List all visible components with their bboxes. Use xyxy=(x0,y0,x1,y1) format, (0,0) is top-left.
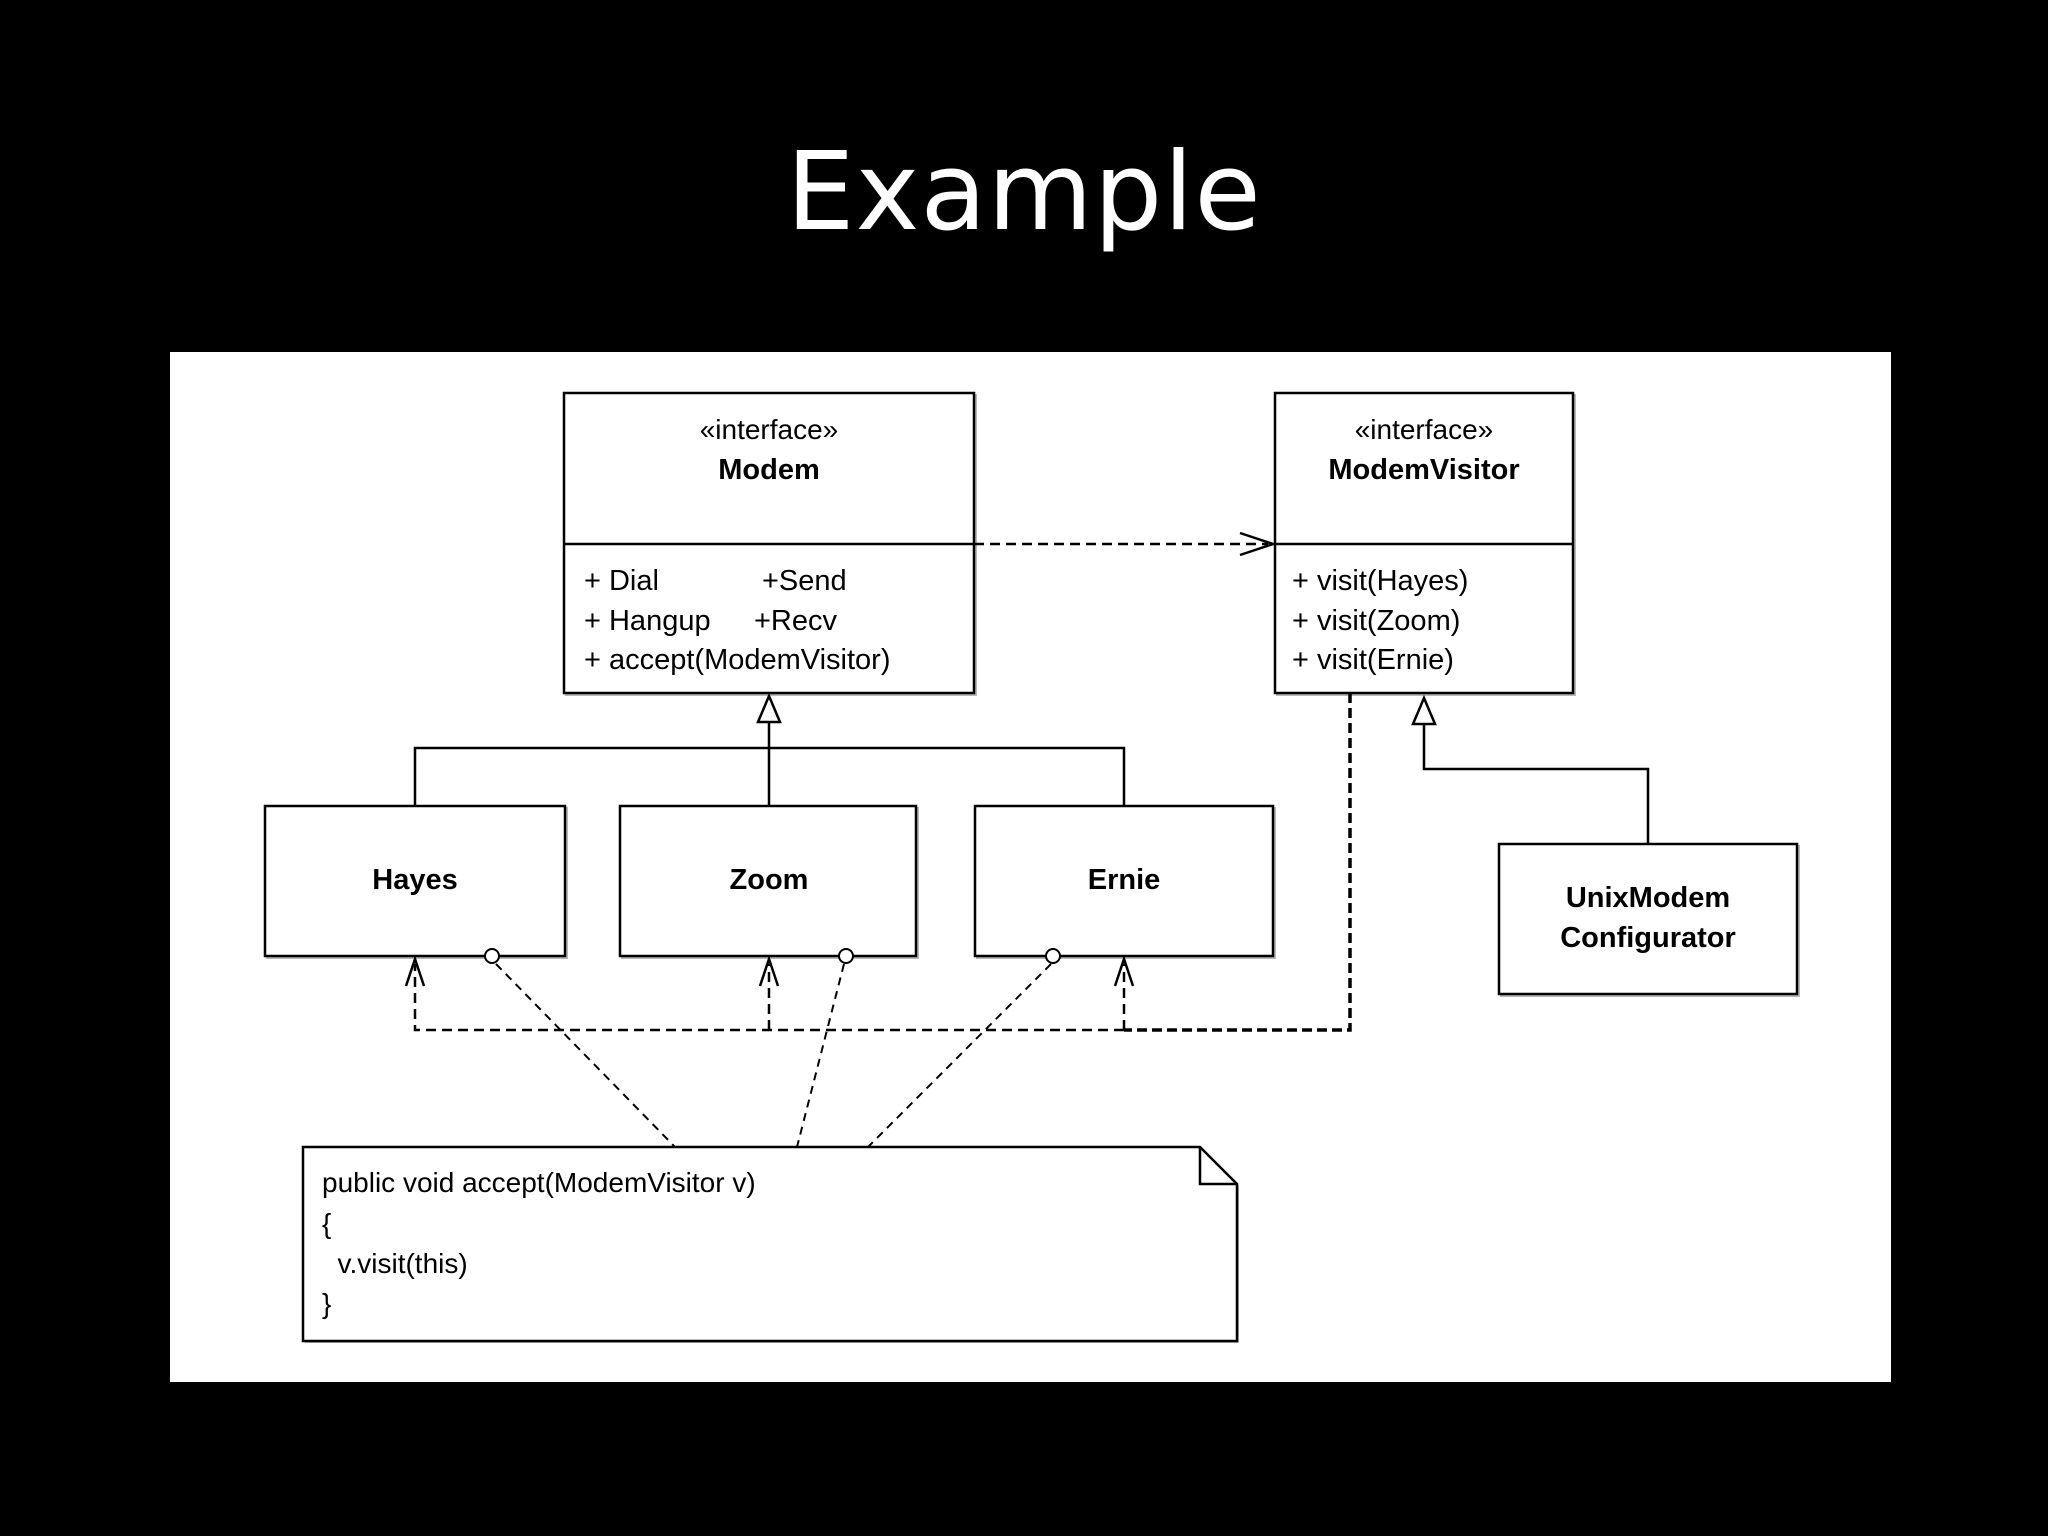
configurator-name-line-2: Configurator xyxy=(1560,922,1736,954)
hayes-class-name: Hayes xyxy=(372,864,457,896)
modem-visitor-dependency xyxy=(974,531,1277,557)
zoom-class: Zoom xyxy=(618,804,919,959)
configurator-name-line-1: UnixModem xyxy=(1566,882,1730,914)
note-line-3: v.visit(this) xyxy=(322,1248,468,1279)
modem-visitor-interface-class: «interface» ModemVisitor + visit(Hayes) … xyxy=(1273,391,1576,696)
zoom-note-anchor xyxy=(838,948,854,964)
modem-interface-class: «interface» Modem + Dial +Send + Hangup … xyxy=(562,391,977,696)
accept-code-note: public void accept(ModemVisitor v) { v.v… xyxy=(301,1145,1239,1343)
ernie-class: Ernie xyxy=(973,804,1276,959)
modem-generalization-arrowhead xyxy=(756,692,782,724)
zoom-class-name: Zoom xyxy=(730,864,809,896)
visitor-op-visit-ernie: + visit(Ernie) xyxy=(1292,644,1454,676)
note-attachment-lines xyxy=(484,948,1061,1148)
modem-op-dial: + Dial xyxy=(584,565,659,597)
modem-op-send: +Send xyxy=(762,565,847,597)
visitor-op-visit-hayes: + visit(Hayes) xyxy=(1292,565,1468,597)
visitor-generalization-arrowhead xyxy=(1411,694,1437,726)
modem-op-recv: +Recv xyxy=(754,605,838,637)
slide-title: Example xyxy=(786,130,1262,255)
modem-op-accept: + accept(ModemVisitor) xyxy=(584,644,891,676)
modem-op-hangup: + Hangup xyxy=(584,605,711,637)
visitor-to-modems-dependency xyxy=(404,693,1352,1032)
hayes-dependency-arrowhead xyxy=(404,955,426,987)
note-line-4: } xyxy=(322,1288,331,1319)
visitor-inheritance-connector xyxy=(1411,694,1650,844)
modem-stereotype: «interface» xyxy=(700,414,839,445)
hayes-class: Hayes xyxy=(263,804,568,959)
visitor-op-visit-zoom: + visit(Zoom) xyxy=(1292,605,1460,637)
note-line-2: { xyxy=(322,1208,331,1239)
unix-modem-configurator-class: UnixModem Configurator xyxy=(1497,842,1800,997)
uml-diagram-canvas: «interface» Modem + Dial +Send + Hangup … xyxy=(170,352,1891,1382)
note-line-1: public void accept(ModemVisitor v) xyxy=(322,1167,756,1198)
uml-class-diagram: «interface» Modem + Dial +Send + Hangup … xyxy=(263,391,1800,1343)
zoom-dependency-arrowhead xyxy=(758,955,780,987)
ernie-class-name: Ernie xyxy=(1088,864,1161,896)
modem-inheritance-connectors xyxy=(413,692,1126,806)
modem-class-name: Modem xyxy=(718,454,820,486)
hayes-note-anchor xyxy=(484,948,500,964)
visitor-stereotype: «interface» xyxy=(1355,414,1494,445)
ernie-dependency-arrowhead xyxy=(1113,955,1135,987)
visitor-class-name: ModemVisitor xyxy=(1328,454,1519,486)
ernie-note-anchor xyxy=(1045,948,1061,964)
